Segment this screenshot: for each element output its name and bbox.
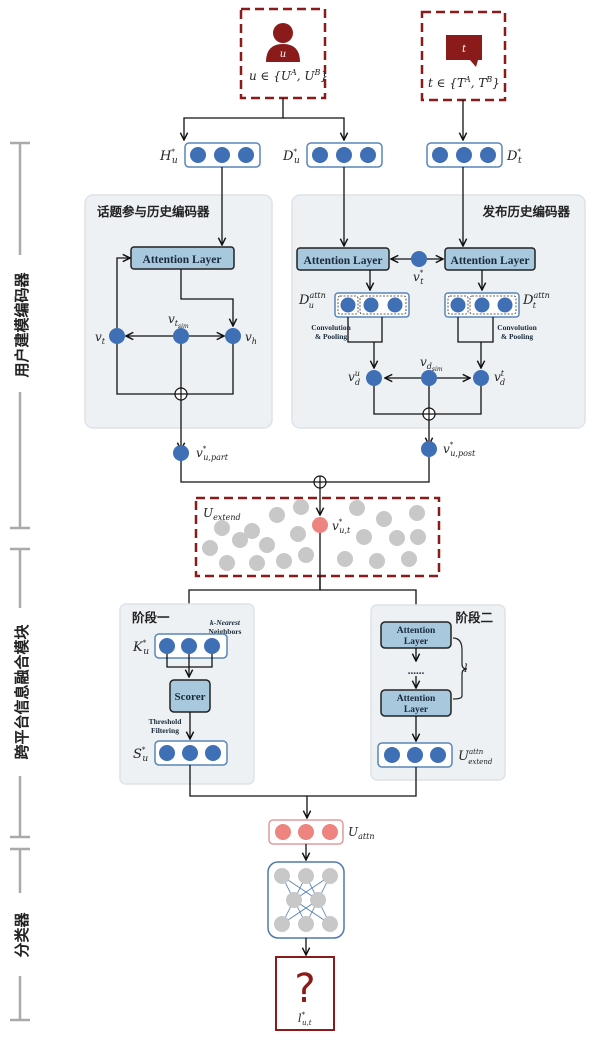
node-v-t-star bbox=[411, 251, 427, 267]
svg-text:Attention Layer: Attention Layer bbox=[304, 255, 383, 267]
node-v-u-t bbox=[312, 517, 328, 533]
node-v-d-t bbox=[473, 370, 489, 386]
topic-encoder-panel: 话题参与历史编码器 Attention Layer vt vtsim vh bbox=[84, 167, 273, 450]
vector-D-u-attn bbox=[334, 292, 410, 318]
label-v-h: vh bbox=[245, 330, 257, 346]
label-D-t: D*t bbox=[506, 148, 522, 166]
label-D-u: D*u bbox=[282, 148, 300, 166]
stage1-title: 阶段一 bbox=[132, 610, 170, 625]
topic-attention-layer bbox=[130, 246, 235, 270]
node-v-d-u bbox=[366, 370, 382, 386]
section-label-user-encoder: 用户建模编码器 bbox=[13, 272, 31, 378]
topic-encoder-title: 话题参与历史编码器 bbox=[97, 204, 210, 219]
vector-D-t-attn bbox=[444, 292, 520, 318]
label-K-u: K*u bbox=[132, 639, 149, 657]
classifier-network bbox=[267, 861, 345, 939]
post-encoder-panel: 发布历史编码器 Attention Layer Attention Layer … bbox=[291, 167, 586, 445]
vector-U-attn bbox=[268, 819, 344, 845]
label-H-u: H*u bbox=[159, 148, 178, 166]
svg-text:u: u bbox=[280, 49, 286, 60]
vector-S-u bbox=[154, 740, 228, 766]
label-l-u-t: l*u,t bbox=[298, 1011, 312, 1027]
speech-bubble-icon: t bbox=[446, 35, 482, 67]
stage2-title: 阶段二 bbox=[455, 610, 493, 625]
output-box: ? l*u,t bbox=[275, 956, 335, 1031]
node-v-t bbox=[109, 328, 125, 344]
label-v-u-post: v*u,post bbox=[443, 441, 476, 458]
label-U-extend: Uextend bbox=[203, 506, 241, 522]
svg-text:t: t bbox=[462, 44, 467, 55]
label-v-tsim: vtsim bbox=[168, 312, 189, 330]
node-v-u-post bbox=[421, 441, 437, 457]
ellipsis: ...... bbox=[408, 665, 425, 677]
node-v-u-part bbox=[173, 445, 189, 461]
U-extend-box: Uextend v*u,t bbox=[194, 496, 441, 590]
conv-pool-label-left: Convolution& Pooling bbox=[311, 323, 351, 341]
user-input-box: u u ∈ {UA, UB} bbox=[239, 7, 328, 100]
section-bracket-cross-platform bbox=[10, 547, 30, 839]
post-attention-layer-right bbox=[444, 247, 536, 271]
label-v-t: vt bbox=[95, 330, 106, 346]
label-S-u: S*u bbox=[133, 746, 148, 764]
label-U-attn: Uattn bbox=[348, 825, 374, 841]
user-set-label: u ∈ {UA, UB} bbox=[249, 68, 328, 83]
topic-input-box: t t ∈ {TA, TB} bbox=[420, 10, 507, 102]
section-bracket-user-encoder bbox=[10, 141, 30, 530]
vector-D-u bbox=[306, 142, 383, 168]
node-v-h bbox=[225, 328, 241, 344]
vector-K-u bbox=[154, 633, 228, 659]
label-v-u-t: v*u,t bbox=[332, 518, 351, 535]
svg-text:Attention Layer: Attention Layer bbox=[451, 255, 530, 267]
label-l: l bbox=[464, 662, 468, 675]
layer-brace bbox=[452, 637, 468, 700]
topic-set-label: t ∈ {TA, TB} bbox=[428, 75, 500, 90]
vector-H-u bbox=[184, 142, 261, 168]
label-v-u-part: v*u,part bbox=[196, 445, 229, 462]
label-v-dsim: vdsim bbox=[420, 355, 443, 373]
label-v-t-star: v*t bbox=[413, 269, 424, 286]
scorer-label: Scorer bbox=[175, 691, 206, 703]
vector-U-attn-extend bbox=[377, 742, 453, 768]
section-bracket-classifier bbox=[10, 847, 30, 1022]
node-v-dsim bbox=[421, 370, 437, 386]
conv-pool-label-right: Convolution& Pooling bbox=[497, 323, 537, 341]
section-label-cross-platform: 跨平台信息融合模块 bbox=[13, 624, 31, 760]
question-mark-icon: ? bbox=[294, 966, 315, 1012]
section-label-classifier: 分类器 bbox=[13, 912, 31, 958]
user-icon: u bbox=[266, 23, 300, 62]
node-v-tsim bbox=[173, 328, 189, 344]
topic-attention-layer-label: Attention Layer bbox=[143, 254, 222, 266]
vector-D-t bbox=[426, 142, 503, 168]
post-attention-layer-left bbox=[296, 247, 390, 271]
post-encoder-title: 发布历史编码器 bbox=[481, 204, 570, 219]
candidate-user-nodes bbox=[202, 499, 426, 571]
